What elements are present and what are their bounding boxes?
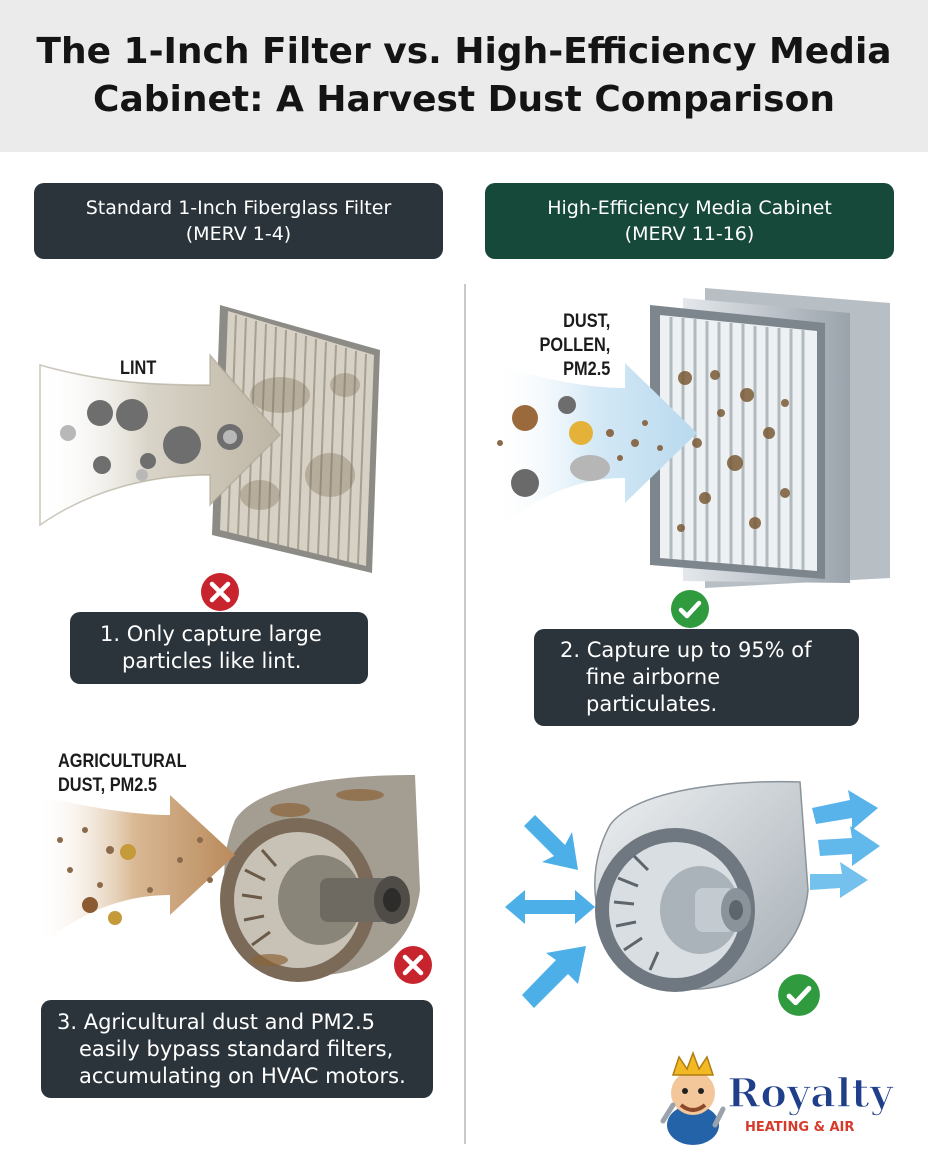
- caption-2-line-3: particulates.: [586, 692, 718, 716]
- lint-label: LINT: [120, 358, 157, 379]
- caption-2-line-1: 2. Capture up to 95% of: [560, 638, 812, 662]
- caption-2: 2. Capture up to 95% of fine airborne pa…: [534, 629, 859, 726]
- left-column-header: Standard 1-Inch Fiberglass Filter (MERV …: [34, 183, 443, 259]
- media-cabinet-illustration: [490, 288, 890, 588]
- king-mascot-icon: [660, 1050, 726, 1145]
- dirty-blower-motor-illustration: [35, 775, 420, 982]
- caption-2-line-2: fine airborne: [586, 665, 721, 689]
- fiberglass-filter-illustration: [39, 305, 380, 573]
- right-header-line-1: High-Efficiency Media Cabinet: [547, 197, 832, 219]
- agricultural-dust-label-line-2: DUST, PM2.5: [58, 775, 157, 796]
- agricultural-dust-label-line-1: AGRICULTURAL: [58, 751, 187, 772]
- caption-3-line-1: 3. Agricultural dust and PM2.5: [57, 1009, 375, 1034]
- right-header-line-2: (MERV 11-16): [624, 223, 755, 245]
- logo-sub-text: HEATING & AIR: [745, 1120, 854, 1135]
- dust-pollen-label-line-2: POLLEN,: [539, 335, 610, 356]
- column-divider: [464, 284, 466, 1144]
- page-title-line-2: Cabinet: A Harvest Dust Comparison: [93, 79, 835, 120]
- pass-check-icon: [778, 974, 820, 1016]
- dust-pollen-label: DUST, POLLEN, PM2.5: [539, 310, 610, 382]
- royalty-logo: Royalty HEATING & AIR: [660, 1050, 896, 1145]
- caption-3-line-2: easily bypass standard filters,: [79, 1036, 394, 1061]
- right-column-header: High-Efficiency Media Cabinet (MERV 11-1…: [485, 183, 894, 259]
- left-header-line-2: (MERV 1-4): [185, 223, 292, 245]
- caption-1: 1. Only capture large particles like lin…: [70, 612, 368, 684]
- fail-x-icon: [201, 573, 239, 611]
- dust-pollen-label-line-3: PM2.5: [562, 359, 610, 380]
- dust-pollen-label-line-1: DUST,: [562, 311, 610, 332]
- logo-brand-text: Royalty: [727, 1070, 895, 1117]
- pass-check-icon: [671, 590, 709, 628]
- clean-blower-motor-illustration: [505, 780, 880, 1008]
- title-banner: The 1-Inch Filter vs. High-Efficiency Me…: [0, 0, 928, 152]
- caption-3: 3. Agricultural dust and PM2.5 easily by…: [41, 1000, 433, 1098]
- page-title-line-1: The 1-Inch Filter vs. High-Efficiency Me…: [36, 31, 892, 72]
- caption-1-line-1: 1. Only capture large: [100, 622, 322, 646]
- caption-3-line-3: accumulating on HVAC motors.: [79, 1063, 406, 1088]
- agricultural-dust-label: AGRICULTURAL DUST, PM2.5: [58, 750, 187, 798]
- fail-x-icon: [394, 946, 432, 984]
- caption-1-line-2: particles like lint.: [122, 649, 302, 673]
- left-header-line-1: Standard 1-Inch Fiberglass Filter: [85, 197, 392, 219]
